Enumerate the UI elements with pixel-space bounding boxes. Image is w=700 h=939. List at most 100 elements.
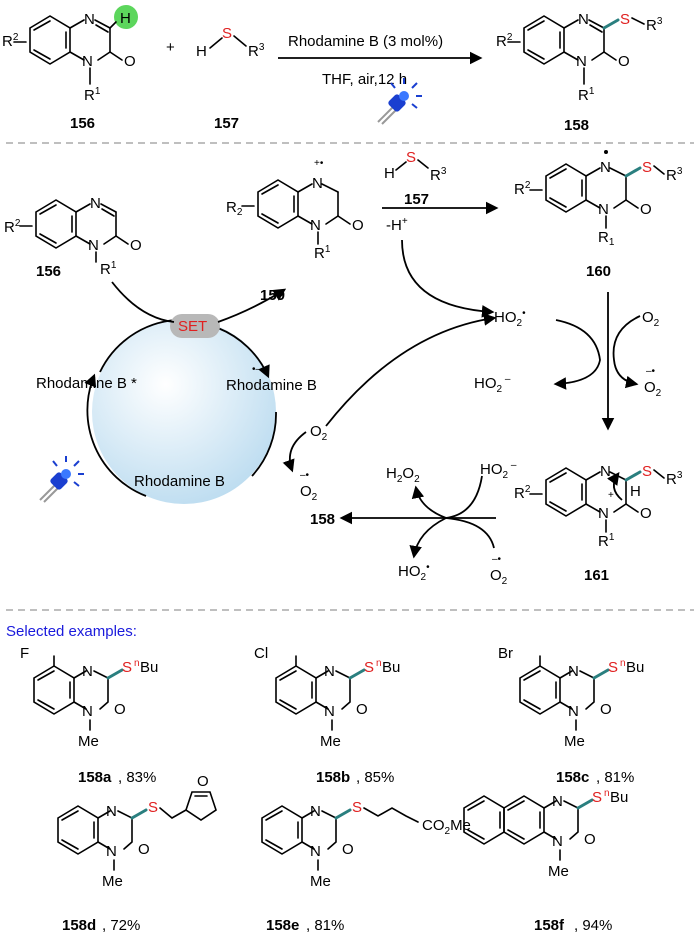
example-158a: F N N O S n Bu Me 158a , 83% [20, 645, 158, 786]
compound-label: 158e [266, 917, 299, 934]
electron-transfer-arrow [111, 281, 175, 323]
r3-label: R3 [248, 42, 265, 60]
superscript-n: n [620, 658, 626, 669]
s-atom: S [620, 11, 630, 28]
examples-heading: Selected examples: [6, 623, 137, 640]
radical-160: N N O S R3 R2 R1 160 [514, 150, 683, 280]
compound-label: 158d [62, 917, 96, 934]
halogen-label: Br [498, 645, 513, 662]
r2-label: R2 [226, 199, 243, 218]
methyl-label: Me [102, 873, 123, 890]
compound-label-158: 158 [310, 511, 335, 528]
r3-label: R3 [666, 470, 683, 488]
n-atom: N [568, 703, 579, 720]
n-atom: N [310, 217, 321, 234]
o2-label: O2 [310, 423, 328, 443]
methyl-label: Me [548, 863, 569, 880]
o-atom: O [114, 701, 126, 718]
butyl-label: Bu [382, 659, 400, 676]
n-atom: N [324, 663, 335, 680]
conditions-label: THF, air,12 h [322, 71, 407, 88]
compound-label: 158b [316, 769, 350, 786]
o-atom: O [130, 237, 142, 254]
o-atom: O [356, 701, 368, 718]
ho2-radical-label: HO2• [494, 308, 526, 329]
compound-label-157: 157 [404, 191, 429, 208]
o-atom: O [352, 217, 364, 234]
example-158b: Cl N N O S n Bu Me 158b , 85% [254, 645, 400, 786]
n-atom: N [552, 793, 563, 810]
superscript-n: n [134, 658, 140, 669]
yield-label: , 94% [574, 917, 612, 934]
ester-label: CO2Me [422, 817, 471, 837]
electron-transfer-arrow [217, 288, 287, 323]
superscript-n: n [604, 788, 610, 799]
thiol-157: H S R3 157 [196, 25, 265, 132]
o-atom: O [584, 831, 596, 848]
n-atom: N [90, 195, 101, 212]
yield-label: , 85% [356, 769, 394, 786]
o-atom: O [197, 773, 209, 790]
o-atom: O [138, 841, 150, 858]
yield-label: , 83% [118, 769, 156, 786]
radical-dot [604, 150, 608, 154]
n-atom: N [82, 703, 93, 720]
reaction-arrow: Rhodamine B (3 mol%) THF, air,12 h [278, 33, 483, 125]
butyl-label: Bu [610, 789, 628, 806]
o-atom: O [618, 53, 630, 70]
cation-161: N + H N O S R3 R2 R1 161 [514, 463, 683, 584]
compound-label-160: 160 [586, 263, 611, 280]
example-158e: N N O S CO2Me Me 158e , 81% [261, 799, 471, 934]
r2-label: R2 [514, 180, 531, 198]
n-atom: N [578, 11, 589, 28]
superoxide-label: O2 [490, 567, 508, 587]
r1-label: R1 [314, 244, 331, 262]
mechanism-156: N N O R2 R1 156 [4, 195, 142, 280]
r2-label: R2 [496, 32, 513, 50]
s-atom: S [642, 463, 652, 480]
thiol-addition-arrow: H S R3 157 -H+ [382, 149, 499, 318]
s-atom: S [148, 799, 158, 816]
reagent-label: Rhodamine B (3 mol%) [288, 33, 443, 50]
cycle-arrow [251, 411, 277, 477]
compound-label: 158f [534, 917, 565, 934]
methyl-label: Me [310, 873, 331, 890]
highlight-h-circle [114, 5, 138, 29]
hydroperoxyl-step: HO2• O2 HO2 – O2 –• [474, 292, 662, 431]
h-atom: H [196, 43, 207, 60]
catalytic-cycle-circle [92, 320, 276, 504]
ho2-anion-label: HO2 – [474, 374, 511, 395]
product-158: N N O S R3 R2 R1 158 [496, 11, 663, 134]
n-atom: N [106, 843, 117, 860]
catalyst-radical-anion-label: Rhodamine B [226, 377, 317, 394]
n-atom: N [312, 175, 323, 192]
s-atom: S [406, 149, 416, 166]
n-atom: N [598, 201, 609, 218]
methyl-label: Me [78, 733, 99, 750]
o-atom: O [640, 505, 652, 522]
n-atom: N [310, 843, 321, 860]
s-atom: S [642, 159, 652, 176]
n-atom: N [568, 663, 579, 680]
light-icon [39, 455, 85, 503]
butyl-label: Bu [140, 659, 158, 676]
h-atom: H [120, 10, 131, 27]
n-atom: N [310, 803, 321, 820]
o2-label: O2 [642, 309, 660, 329]
s-atom: S [222, 25, 232, 42]
radical-cation-159: N +• N O R2 R1 159 [226, 158, 364, 304]
s-atom: S [592, 789, 602, 806]
n-atom: N [106, 803, 117, 820]
n-atom: N [576, 53, 587, 70]
r3-label: R3 [430, 166, 447, 184]
r2-label: R2 [4, 218, 21, 236]
furan-ring [185, 791, 217, 821]
compound-label-161: 161 [584, 567, 609, 584]
r2-label: R2 [2, 32, 19, 50]
r3-label: R3 [666, 166, 683, 184]
yield-label: , 81% [596, 769, 634, 786]
o-atom: O [640, 201, 652, 218]
compound-label-157: 157 [214, 115, 239, 132]
n-atom: N [84, 11, 95, 28]
